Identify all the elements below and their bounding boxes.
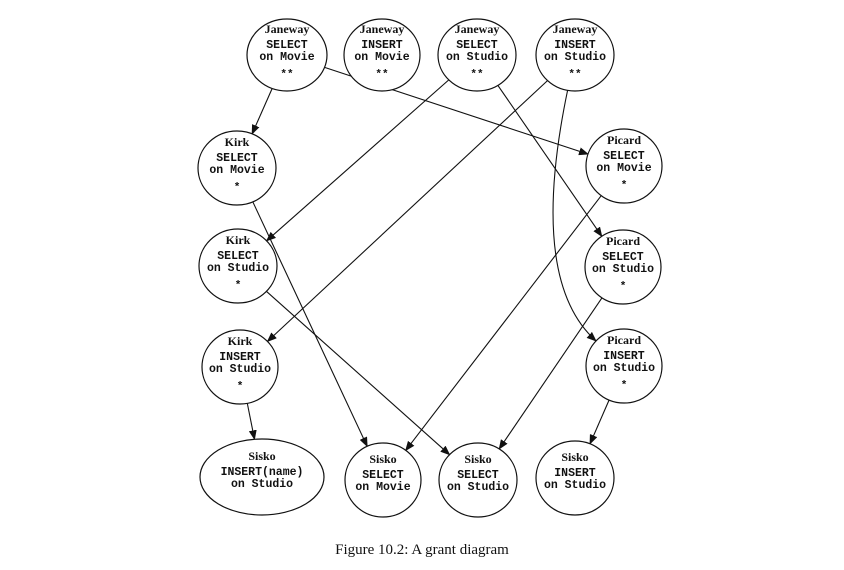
node-privilege-line: on Studio (447, 481, 509, 494)
node-user-name: Janeway (265, 22, 310, 36)
node-privilege-line: on Studio (544, 51, 606, 64)
node-privilege-line: INSERT (554, 467, 596, 480)
node-ellipse (343, 18, 421, 92)
node-privilege-line: on Movie (355, 481, 410, 494)
node-ellipse (246, 18, 328, 92)
node-grant-marks: ** (470, 69, 483, 81)
node-ellipse (584, 229, 662, 305)
node-privilege-line: SELECT (602, 251, 644, 264)
grant-edge-k1-to-s2 (252, 201, 368, 448)
node-privilege-line: on Studio (207, 262, 269, 275)
node-privilege-line: on Studio (593, 362, 655, 375)
node-privilege-line: on Movie (596, 162, 651, 175)
edges-layer (246, 66, 610, 456)
node-privilege-line: SELECT (266, 39, 308, 52)
node-ellipse (438, 442, 518, 518)
node-user-name: Janeway (360, 22, 405, 36)
grant-edge-p1-to-s2 (405, 195, 602, 452)
node-privilege-line: SELECT (216, 152, 258, 165)
node-privilege-line: INSERT (554, 39, 596, 52)
node-privilege-line: on Studio (209, 363, 271, 376)
node-privilege-line: INSERT (219, 351, 261, 364)
node-user-name: Kirk (226, 233, 251, 247)
figure-caption: Figure 10.2: A grant diagram (335, 542, 509, 558)
node-privilege-line: SELECT (603, 150, 645, 163)
node-ellipse (197, 130, 277, 206)
node-privilege-line: SELECT (362, 469, 404, 482)
node-user-name: Janeway (455, 22, 500, 36)
node-grant-marks: * (620, 281, 627, 293)
node-privilege-line: on Movie (354, 51, 409, 64)
node-ellipse (344, 442, 422, 518)
node-privilege-line: on Studio (544, 479, 606, 492)
node-grant-marks: * (621, 380, 628, 392)
node-grant-marks: ** (568, 69, 581, 81)
grant-edge-j1-to-k1 (251, 88, 273, 135)
node-user-name: Kirk (228, 334, 253, 348)
node-user-name: Kirk (225, 135, 250, 149)
node-privilege-line: SELECT (457, 469, 499, 482)
node-ellipse (201, 329, 279, 405)
node-user-name: Sisko (248, 449, 275, 463)
node-user-name: Sisko (464, 452, 491, 466)
node-ellipse (198, 228, 278, 304)
node-ellipse (585, 328, 663, 404)
grant-edge-j4-to-p3 (552, 90, 597, 342)
node-privilege-line: on Movie (259, 51, 314, 64)
node-user-name: Janeway (553, 22, 598, 36)
node-user-name: Picard (607, 333, 641, 347)
grant-edge-p2-to-s3 (498, 297, 603, 450)
node-grant-marks: * (234, 182, 241, 194)
node-ellipse (585, 128, 663, 204)
node-ellipse (437, 18, 517, 92)
grant-edge-j4-to-k3 (266, 80, 548, 343)
node-grant-marks: * (621, 180, 628, 192)
node-privilege-line: INSERT(name) (221, 466, 304, 479)
node-privilege-line: on Studio (446, 51, 508, 64)
node-grant-marks: * (235, 280, 242, 292)
grant-edge-k2-to-s3 (266, 290, 451, 456)
node-privilege-line: on Studio (231, 478, 293, 491)
node-user-name: Sisko (561, 450, 588, 464)
node-user-name: Sisko (369, 452, 396, 466)
grant-edge-k3-to-s1 (246, 403, 257, 441)
grant-edge-j3-to-k2 (265, 79, 450, 242)
node-privilege-line: INSERT (603, 350, 645, 363)
node-privilege-line: on Movie (209, 164, 264, 177)
node-ellipse (535, 18, 615, 92)
node-user-name: Picard (606, 234, 640, 248)
node-privilege-line: SELECT (217, 250, 259, 263)
node-grant-marks: ** (375, 69, 388, 81)
node-grant-marks: * (237, 381, 244, 393)
node-ellipse (535, 440, 615, 516)
node-privilege-line: on Studio (592, 263, 654, 276)
node-ellipse (199, 438, 325, 516)
node-privilege-line: INSERT (361, 39, 403, 52)
node-privilege-line: SELECT (456, 39, 498, 52)
node-user-name: Picard (607, 133, 641, 147)
node-grant-marks: ** (280, 69, 293, 81)
grant-edge-p3-to-s4 (589, 399, 610, 445)
